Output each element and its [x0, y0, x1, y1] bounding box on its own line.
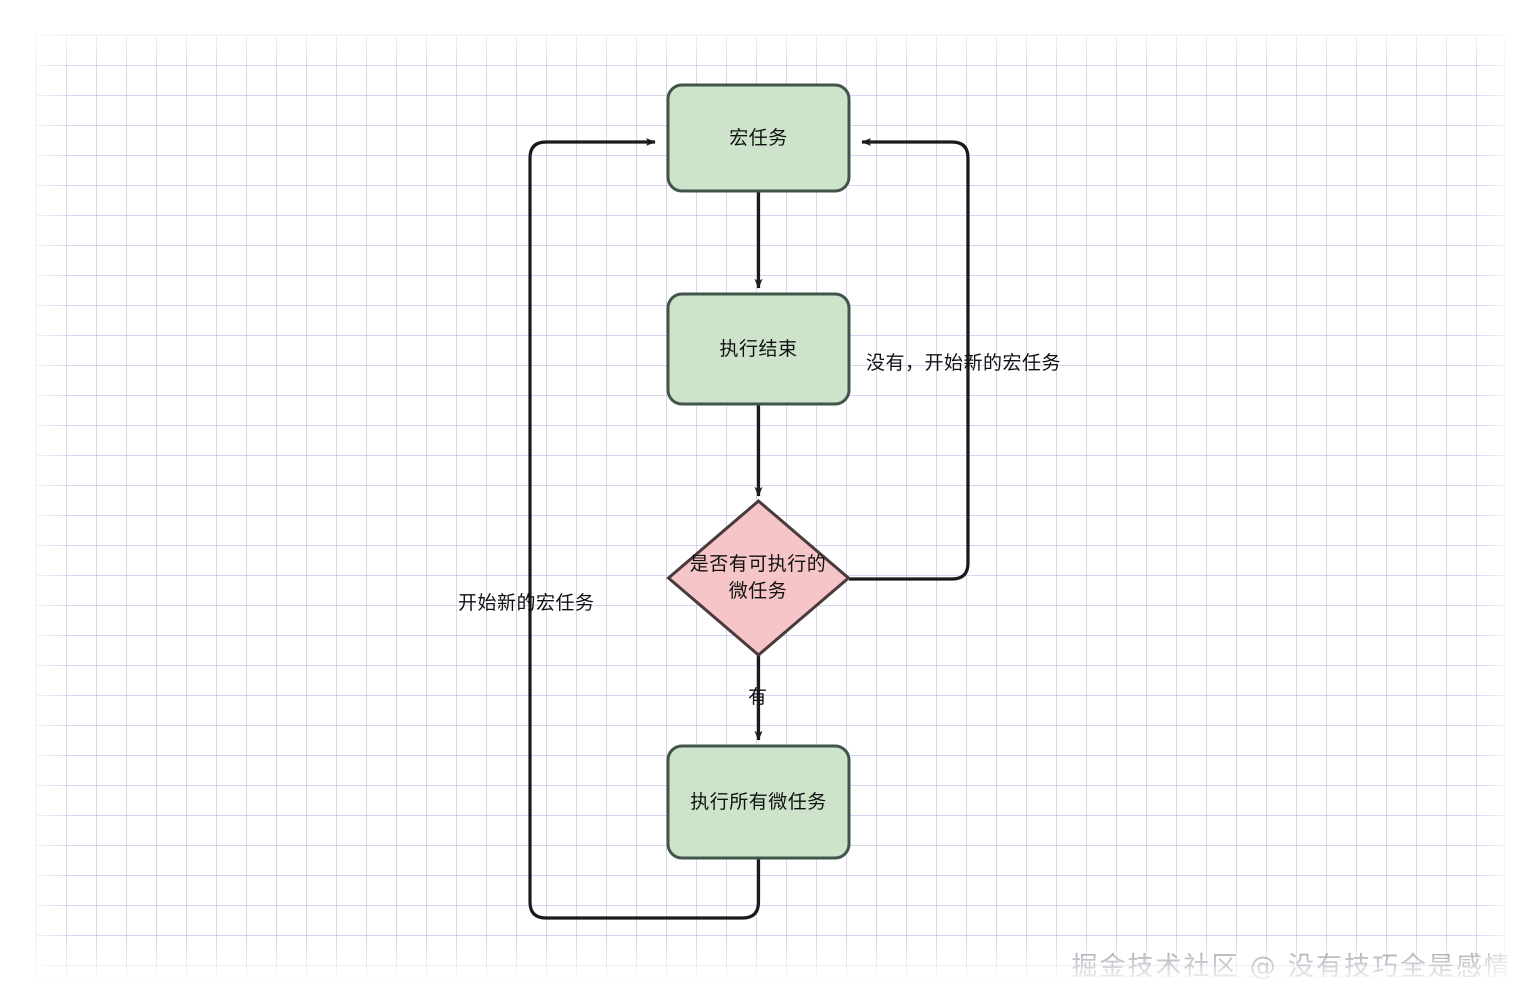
edge-decision-no — [849, 138, 970, 581]
node-macro-task[interactable] — [666, 83, 851, 193]
node-has-microtask-decision[interactable] — [666, 499, 851, 657]
node-run-all-microtasks[interactable] — [666, 744, 851, 860]
node-execution-end[interactable] — [666, 292, 851, 406]
watermark-text: 掘金技术社区 @ 没有技巧全是感情 — [1071, 952, 1512, 982]
